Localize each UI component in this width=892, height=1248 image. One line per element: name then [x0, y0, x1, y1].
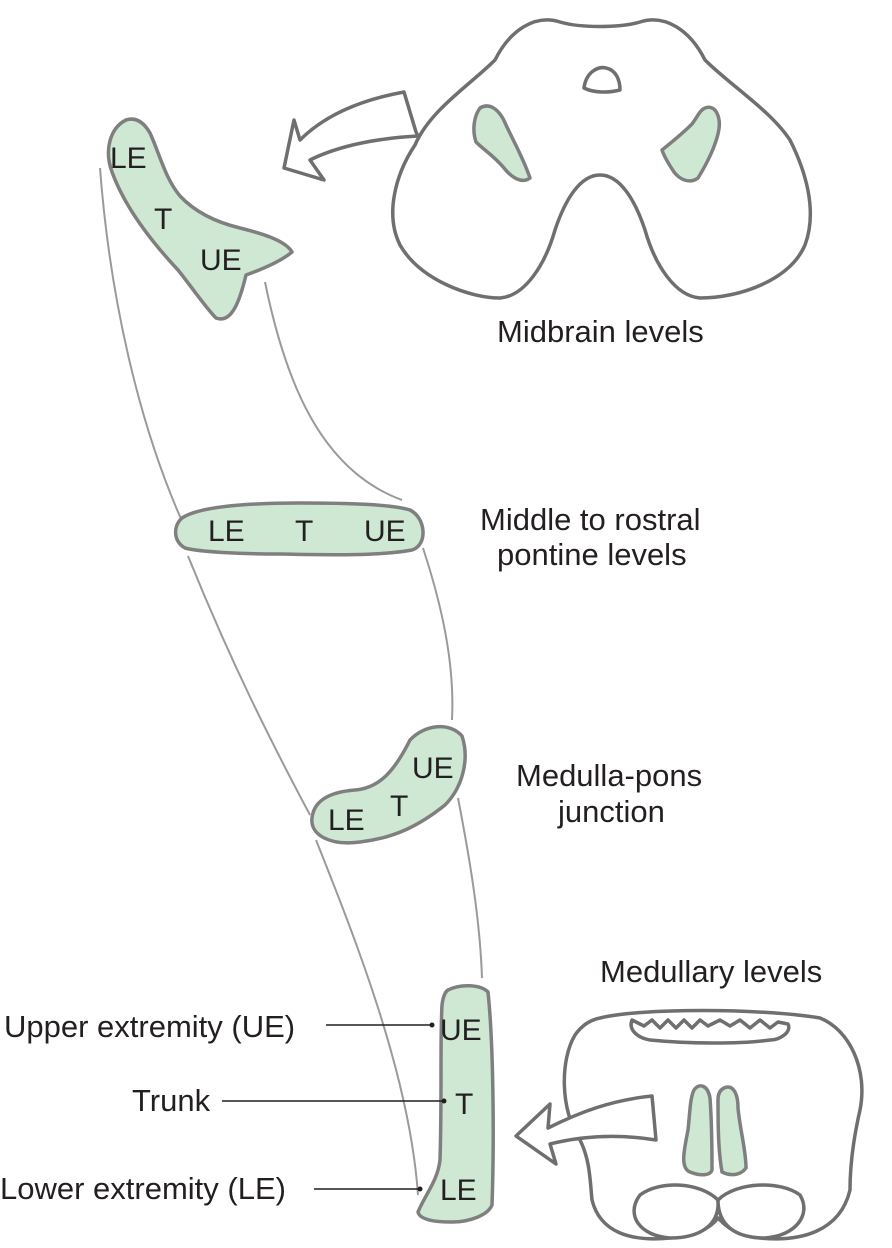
inferior-olive [629, 1018, 791, 1045]
pontine-t: T [295, 515, 313, 548]
junction-ue: UE [412, 752, 454, 785]
medullary-tract [416, 984, 495, 1224]
medullary-le: LE [440, 1174, 477, 1207]
medullary-arrow [514, 1094, 658, 1166]
midbrain-tract-left [472, 104, 532, 183]
pyramid-right-lobe [716, 1183, 806, 1240]
connector-left-midbrain-pons [99, 167, 187, 531]
junction-tract [310, 724, 467, 845]
connector-right-midbrain-pons [264, 281, 403, 501]
midbrain-section [391, 18, 813, 300]
medulla-tract-left [682, 1084, 714, 1177]
pontine-le: LE [208, 515, 245, 548]
midbrain-arrow [282, 90, 420, 182]
label-medullary-levels: Medullary levels [600, 954, 822, 989]
label-lower-extremity: Lower extremity (LE) [0, 1171, 286, 1206]
pontine-tract [173, 501, 425, 557]
connector-left-junction-medulla [315, 839, 419, 1196]
midbrain-tract [106, 117, 294, 321]
label-upper-extremity: Upper extremity (UE) [4, 1009, 295, 1044]
midbrain-ue: UE [200, 244, 242, 277]
connector-lines [99, 167, 483, 1196]
label-junction-line1: Medulla-pons [516, 758, 702, 793]
medullary-ue: UE [440, 1014, 482, 1047]
midbrain-tract-right [660, 105, 721, 183]
connector-left-pons-junction [187, 555, 311, 816]
pyramid-left-lobe [632, 1183, 720, 1240]
midbrain-le: LE [110, 142, 147, 175]
junction-le: LE [328, 804, 365, 837]
label-pontine-line2: pontine levels [497, 537, 687, 572]
midbrain-t: T [154, 203, 172, 236]
midbrain-outline [391, 18, 813, 300]
label-pontine-line1: Middle to rostral [480, 502, 701, 537]
junction-t: T [390, 790, 408, 823]
pontine-ue: UE [364, 515, 406, 548]
cerebral-aqueduct [582, 65, 622, 94]
label-trunk: Trunk [132, 1083, 211, 1118]
label-midbrain-levels: Midbrain levels [497, 314, 704, 349]
label-junction-line2: junction [557, 794, 665, 829]
medulla-tract-right [716, 1085, 748, 1177]
medullary-t: T [455, 1088, 473, 1121]
leader-lines [222, 1022, 447, 1192]
connector-right-junction-medulla [457, 797, 483, 979]
connector-right-pons-junction [422, 547, 454, 721]
